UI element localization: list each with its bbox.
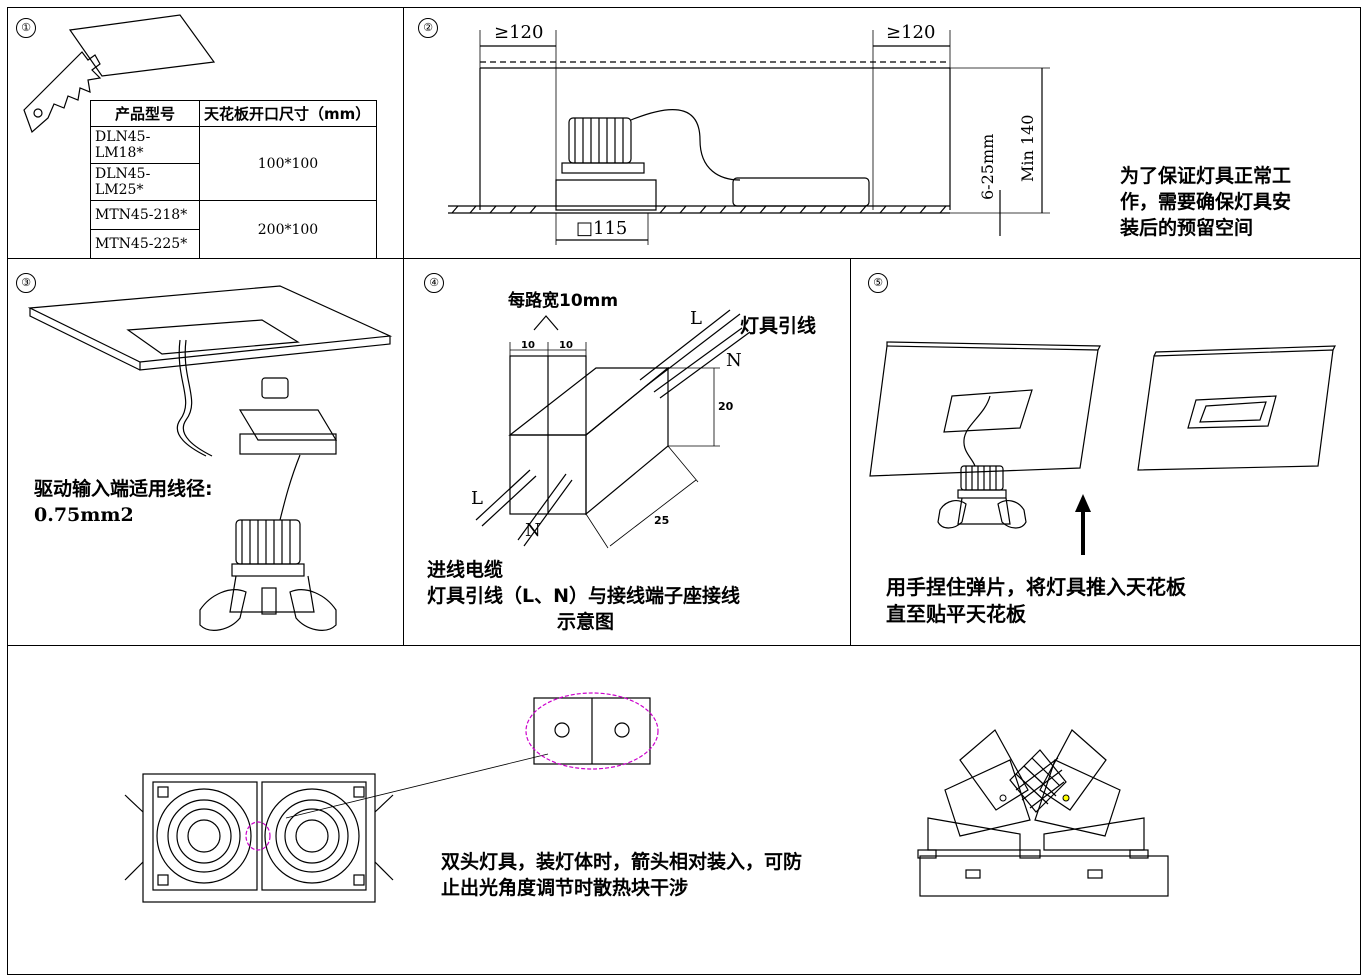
dual-head-note-line: 止出光角度调节时散热块干涉 (441, 877, 689, 899)
hole-size-label: □115 (576, 218, 628, 239)
opening-size-table: 产品型号 天花板开口尺寸（mm） DLN45-LM18* 100*100 DLN… (90, 100, 377, 259)
dual-head-note-line: 双头灯具，装灯体时，箭头相对装入，可防 (441, 851, 803, 873)
cable-N-label: N (525, 520, 541, 541)
step-number-3: ③ (16, 273, 36, 293)
clearance-note-line: 装后的预留空间 (1120, 217, 1254, 239)
gap-right-label: ≥120 (886, 22, 936, 43)
table-cell-size: 200*100 (199, 200, 377, 259)
gap-left-label: ≥120 (494, 22, 544, 43)
table-cell-model: MTN45-225* (90, 229, 200, 259)
lead-L-label: L (690, 308, 702, 329)
cable-L-label: L (471, 488, 483, 509)
clearance-note: 为了保证灯具正常工 作，需要确保灯具安 装后的预留空间 (1120, 163, 1291, 241)
wire-gauge-line: 驱动输入端适用线径: (34, 478, 213, 500)
table-cell-model: DLN45-LM18* (90, 126, 200, 164)
table-header-size: 天花板开口尺寸（mm） (199, 100, 377, 127)
step-number-2: ② (418, 18, 438, 38)
terminal-caption-line: 灯具引线（L、N）与接线端子座接线 (427, 585, 741, 607)
terminal-caption: 进线电缆 灯具引线（L、N）与接线端子座接线 示意图 (427, 557, 740, 635)
lead-N-label: N (726, 350, 742, 371)
clearance-note-line: 为了保证灯具正常工 (1120, 165, 1292, 187)
width-per-way-label: 每路宽10mm (508, 291, 619, 311)
push-instruction-note: 用手捏住弹片，将灯具推入天花板 直至贴平天花板 (886, 574, 1186, 628)
step-number-4: ④ (424, 273, 444, 293)
dim-20: 20 (718, 400, 734, 413)
wire-gauge-note: 驱动输入端适用线径: 0.75mm2 (34, 476, 213, 528)
push-instruction-line: 用手捏住弹片，将灯具推入天花板 (886, 575, 1186, 599)
table-cell-model: MTN45-218* (90, 200, 200, 230)
lamp-lead-label: 灯具引线 (740, 315, 817, 337)
wire-gauge-line: 0.75mm2 (34, 504, 134, 526)
step-number-5: ⑤ (868, 273, 888, 293)
dim-10-left: 10 (521, 340, 535, 351)
push-instruction-line: 直至贴平天花板 (886, 602, 1026, 626)
terminal-caption-line: 进线电缆 (427, 559, 504, 581)
step-number-1: ① (16, 18, 36, 38)
clearance-note-line: 作，需要确保灯具安 (1120, 191, 1292, 213)
terminal-caption-line: 示意图 (557, 611, 615, 633)
table-cell-model: DLN45-LM25* (90, 163, 200, 201)
dim-10-right: 10 (559, 340, 573, 351)
dim-25: 25 (654, 514, 670, 527)
table-header-model: 产品型号 (90, 100, 200, 127)
dual-head-note: 双头灯具，装灯体时，箭头相对装入，可防 止出光角度调节时散热块干涉 (441, 849, 802, 901)
table-cell-size: 100*100 (199, 126, 377, 201)
